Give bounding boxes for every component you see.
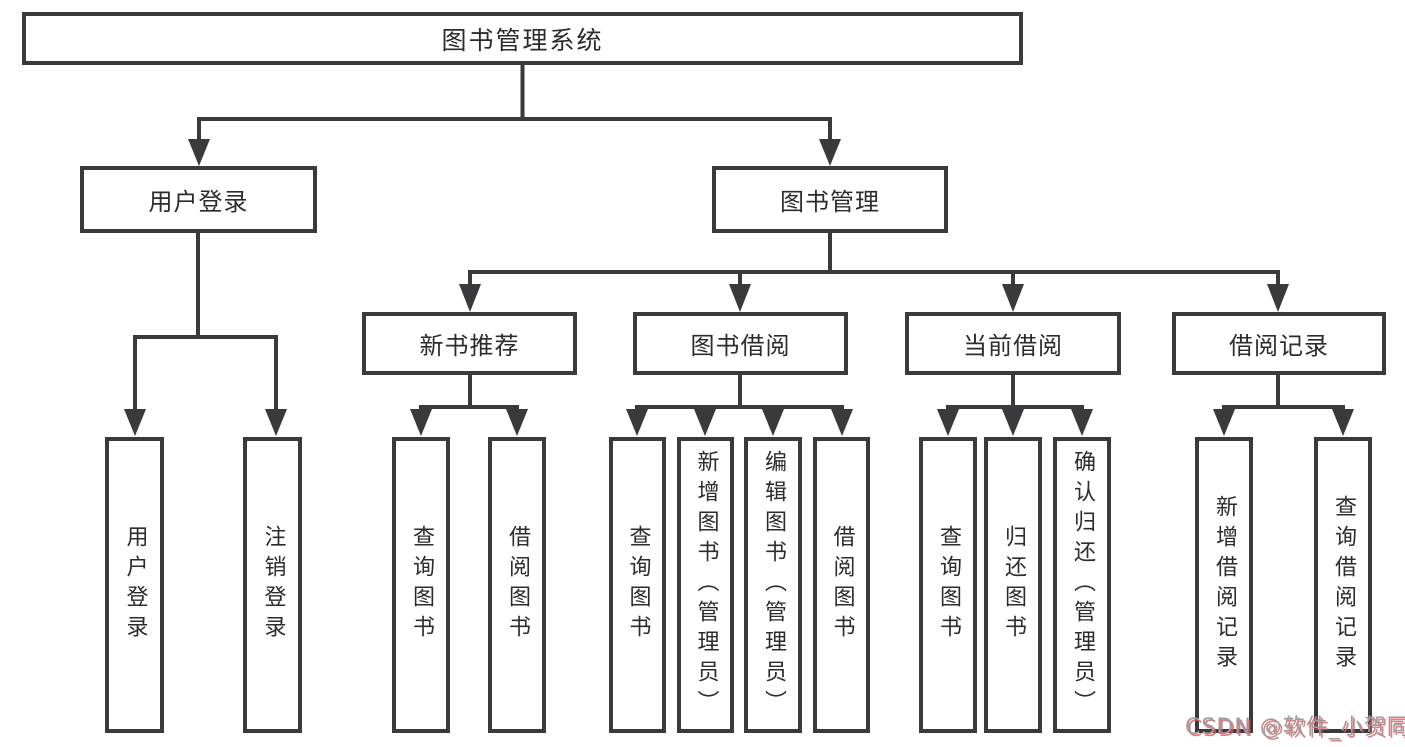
- leaf-user-login: 用户登录: [105, 437, 164, 733]
- arrowheads: [124, 139, 1354, 436]
- node-library-management-system: 图书管理系统: [22, 12, 1023, 65]
- leaf-borrowing-query-books: 查询图书: [609, 437, 666, 733]
- watermark-text: CSDN @软件_小贺同学: [1185, 715, 1405, 740]
- node-book-borrowing: 图书借阅: [633, 312, 848, 375]
- node-new-book-recommendation-label: 新书推荐: [419, 332, 520, 360]
- wire-newbook-children: [419, 373, 519, 416]
- node-new-book-recommendation: 新书推荐: [362, 312, 577, 375]
- node-current-borrowing-label: 当前借阅: [963, 332, 1063, 360]
- wire-level2-rail: [468, 231, 1280, 290]
- node-book-management: 图书管理: [712, 166, 948, 233]
- leaf-current-return-books: 归还图书: [984, 437, 1042, 733]
- leaf-records-query-record: 查询借阅记录: [1314, 437, 1372, 733]
- node-user-login-label: 用户登录: [148, 188, 249, 216]
- node-library-management-system-label: 图书管理系统: [441, 25, 604, 55]
- node-user-login: 用户登录: [80, 166, 317, 233]
- leaf-records-add-record: 新增借阅记录: [1195, 437, 1253, 733]
- leaf-borrowing-add-books-admin: 新增图书（管理员）: [677, 437, 734, 733]
- leaf-current-confirm-return-admin: 确认归还（管理员）: [1053, 437, 1111, 733]
- node-current-borrowing: 当前借阅: [905, 312, 1121, 375]
- leaf-borrowing-edit-books-admin: 编辑图书（管理员）: [744, 437, 802, 733]
- wire-userlogin-children: [133, 231, 278, 420]
- wire-records-children: [1222, 373, 1345, 416]
- leaf-borrowing-borrow-books: 借阅图书: [813, 437, 870, 733]
- leaf-current-query-books: 查询图书: [919, 437, 977, 733]
- leaf-logout: 注销登录: [243, 437, 302, 733]
- wire-borrow-children: [635, 373, 844, 416]
- node-book-management-label: 图书管理: [780, 188, 880, 216]
- node-borrowing-records: 借阅记录: [1172, 312, 1386, 375]
- node-borrowing-records-label: 借阅记录: [1229, 332, 1329, 360]
- wire-root-to-level1: [197, 64, 832, 143]
- leaf-newbook-query-books: 查询图书: [392, 437, 450, 733]
- leaf-newbook-borrow-books: 借阅图书: [488, 437, 546, 733]
- node-book-borrowing-label: 图书借阅: [690, 332, 791, 360]
